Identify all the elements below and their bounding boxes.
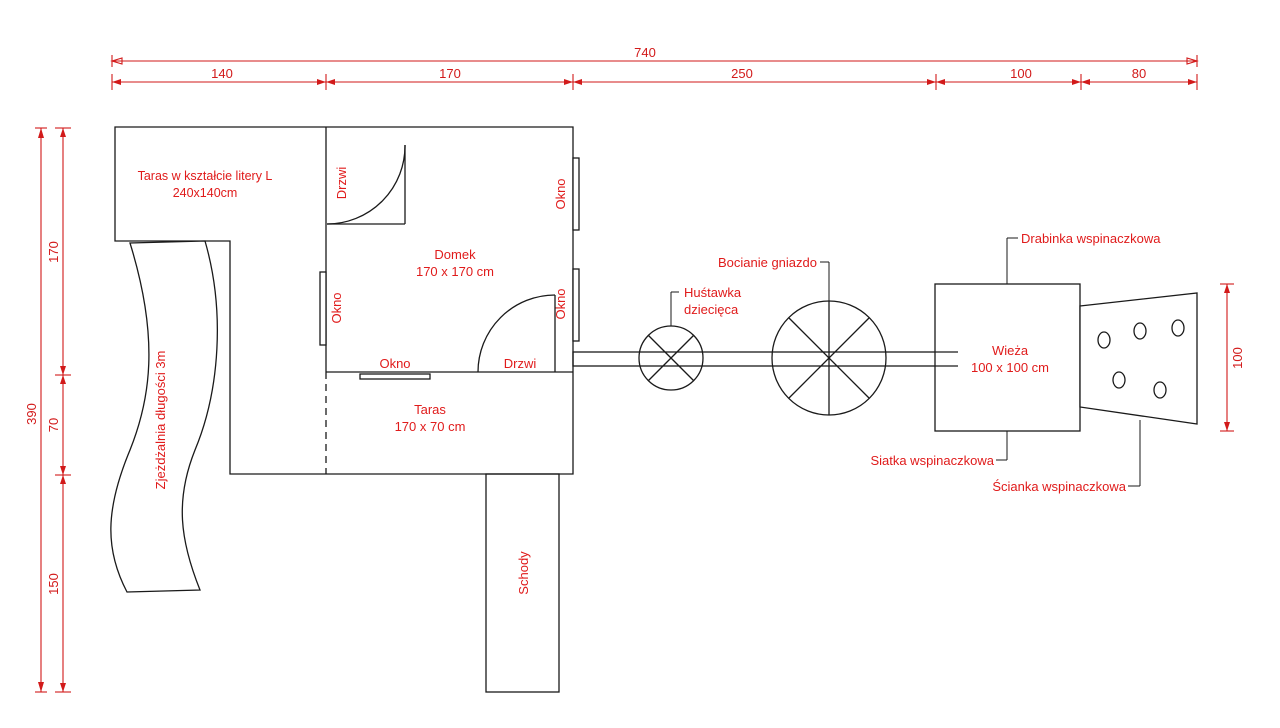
- l-terrace-size: 240x140cm: [173, 186, 238, 200]
- door-top-label: Drzwi: [334, 167, 349, 200]
- window-left: [319, 271, 327, 346]
- window-left-label: Okno: [329, 292, 344, 323]
- l-terrace-label: Taras w kształcie litery L: [138, 169, 273, 183]
- dim-top-seg-4: 100: [1010, 66, 1032, 81]
- swing-beam: [572, 351, 959, 367]
- left-dimension-segments: 170 70 150: [46, 127, 71, 693]
- terrace-label: Taras: [414, 402, 446, 417]
- ladder-label: Drabinka wspinaczkowa: [1021, 231, 1161, 246]
- tower-dimension: 100: [1220, 283, 1245, 432]
- stork-nest-label: Bocianie gniazdo: [718, 255, 817, 270]
- dim-top-seg-2: 170: [439, 66, 461, 81]
- window-right-top: [572, 157, 580, 231]
- top-dimension-segments: 140 170 250 100 80: [111, 66, 1198, 90]
- dim-top-seg-5: 80: [1132, 66, 1146, 81]
- top-dimension-total: 740: [110, 45, 1199, 67]
- dim-left-total: 390: [24, 403, 39, 425]
- dim-left-seg-1: 170: [46, 241, 61, 263]
- climbing-wall: [1079, 292, 1198, 425]
- slide: [110, 240, 218, 593]
- stairs-label: Schody: [516, 551, 531, 595]
- dim-left-seg-3: 150: [46, 573, 61, 595]
- dim-tower: 100: [1230, 347, 1245, 369]
- window-bottom: [359, 373, 431, 380]
- stairs: [485, 473, 560, 693]
- house-label: Domek: [434, 247, 476, 262]
- door-top: [326, 144, 406, 225]
- door-bottom: [477, 294, 556, 373]
- terrace-size: 170 x 70 cm: [395, 419, 466, 434]
- window-right-top-label: Okno: [553, 178, 568, 209]
- window-right-bottom: [572, 268, 580, 342]
- dim-top-seg-1: 140: [211, 66, 233, 81]
- swing-label-line2: dziecięca: [684, 302, 739, 317]
- net-label: Siatka wspinaczkowa: [870, 453, 994, 468]
- window-right-bottom-label: Okno: [553, 288, 568, 319]
- dim-top-seg-3: 250: [731, 66, 753, 81]
- window-bottom-label: Okno: [379, 356, 410, 371]
- dim-left-seg-2: 70: [46, 418, 61, 432]
- l-terrace-outline: [114, 126, 574, 475]
- door-bottom-label: Drzwi: [504, 356, 537, 371]
- tower-label: Wieża: [992, 343, 1029, 358]
- slide-label: Zjeżdżalnia długości 3m: [153, 351, 168, 490]
- wall-label: Ścianka wspinaczkowa: [992, 479, 1126, 494]
- swing-label-line1: Huśtawka: [684, 285, 742, 300]
- tower-size: 100 x 100 cm: [971, 360, 1049, 375]
- stork-nest: [771, 300, 887, 416]
- dim-top-total: 740: [634, 45, 656, 60]
- swing: [638, 325, 704, 391]
- house-size: 170 x 170 cm: [416, 264, 494, 279]
- left-dimension-total: 390: [24, 127, 47, 693]
